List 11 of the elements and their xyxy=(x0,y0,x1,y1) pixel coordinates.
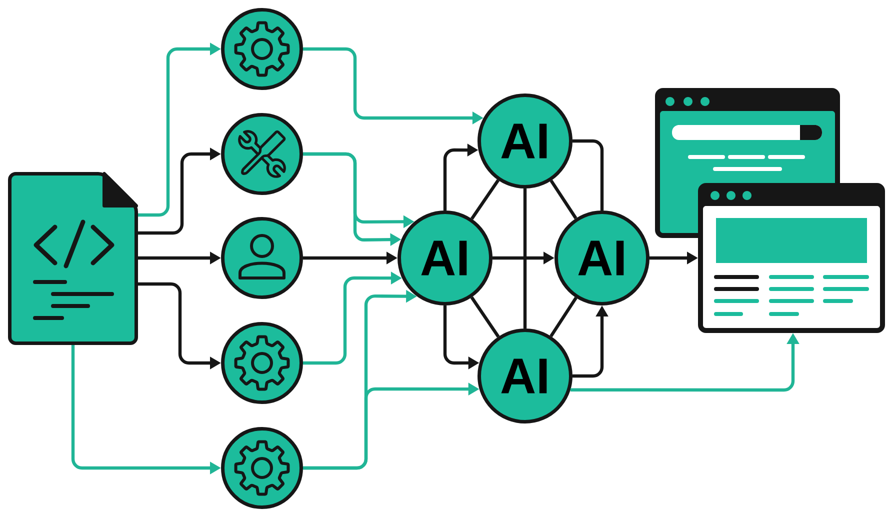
code-file xyxy=(8,172,138,345)
connector-line xyxy=(550,180,578,220)
connector-line xyxy=(523,188,527,328)
circle-node: AI xyxy=(554,210,650,306)
circle-node: AI xyxy=(478,328,572,424)
connector-line xyxy=(470,179,500,220)
circle-node: AI xyxy=(398,210,492,306)
connector-line xyxy=(572,139,604,210)
connector-line xyxy=(470,296,500,338)
circle-node: AI xyxy=(478,94,572,188)
connector-line xyxy=(550,296,578,338)
